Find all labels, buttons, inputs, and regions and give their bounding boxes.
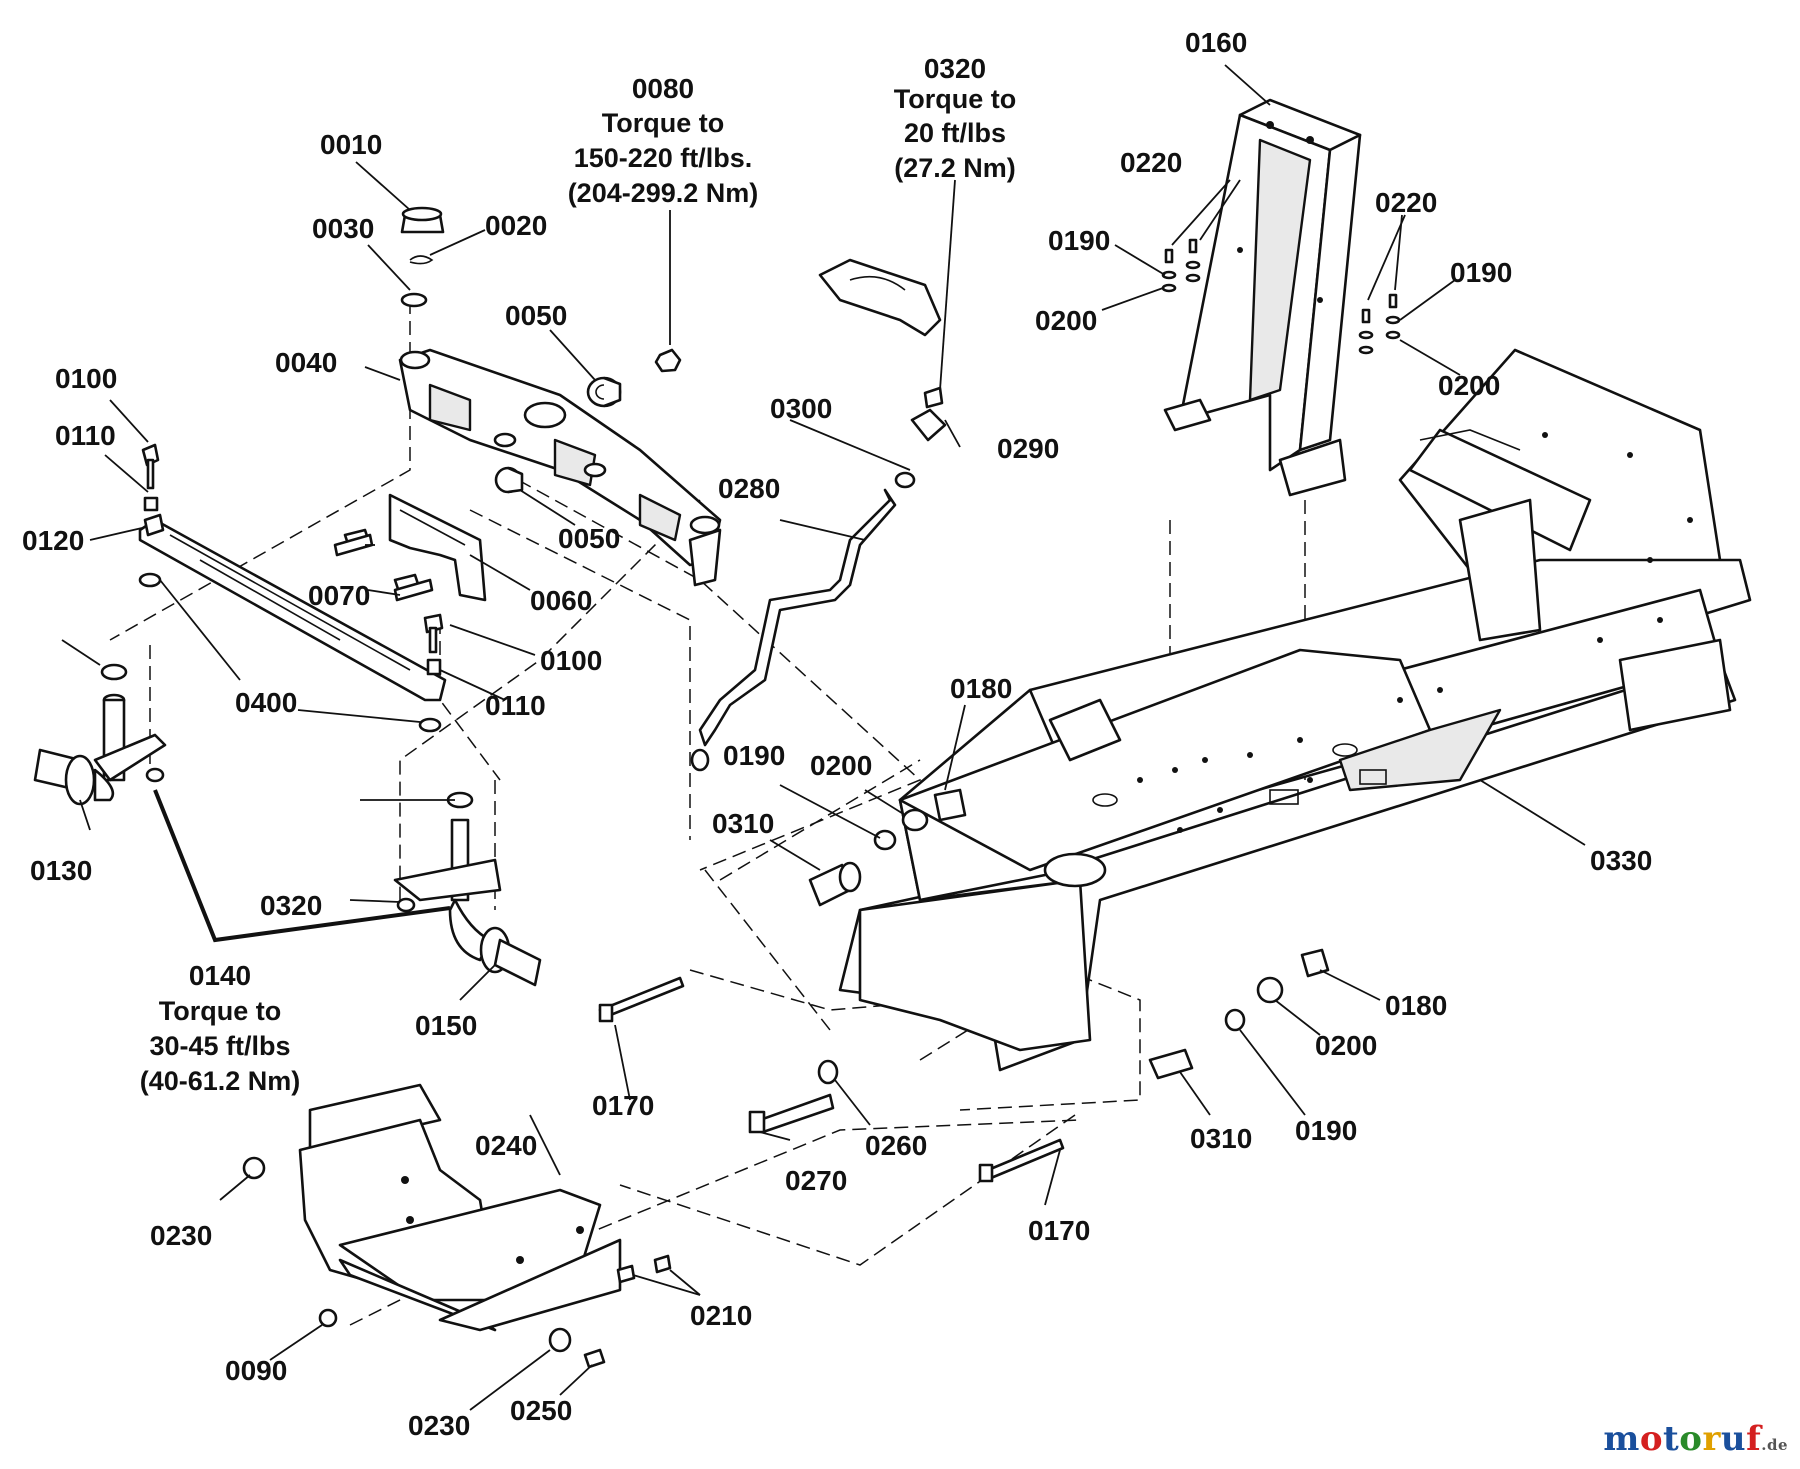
shield-0240 — [298, 1083, 622, 1332]
part-labels: 0010 0020 0030 0040 0050 0050 0060 0070 … — [22, 27, 1652, 1441]
label-0130: 0130 — [30, 855, 92, 886]
label-0260: 0260 — [865, 1130, 927, 1161]
note-0080-line2: 150-220 ft/lbs. — [574, 143, 753, 173]
label-0200-right: 0200 — [1315, 1030, 1377, 1061]
note-0320-line2: 20 ft/lbs — [904, 118, 1006, 148]
long-bolts — [598, 976, 1065, 1183]
label-0040: 0040 — [275, 347, 337, 378]
label-0320-mid: 0320 — [260, 890, 322, 921]
label-0230-left: 0230 — [150, 1220, 212, 1251]
label-0220-right: 0220 — [1375, 187, 1437, 218]
note-0080-line3: (204-299.2 Nm) — [568, 178, 759, 208]
label-0060: 0060 — [530, 585, 592, 616]
torque-notes: Torque to 150-220 ft/lbs. (204-299.2 Nm)… — [140, 84, 1017, 1096]
label-0400: 0400 — [235, 687, 297, 718]
spindle-left-0130 — [33, 663, 167, 806]
label-0200-mid: 0200 — [810, 750, 872, 781]
label-0280: 0280 — [718, 473, 780, 504]
drag-link-0120 — [138, 513, 447, 733]
note-0080-line1: Torque to — [602, 108, 724, 138]
label-0320-top: 0320 — [924, 53, 986, 84]
front-axle-0040 — [398, 348, 722, 587]
note-0140-line2: 30-45 ft/lbs — [149, 1031, 290, 1061]
label-0160: 0160 — [1185, 27, 1247, 58]
leader-lines — [61, 64, 1586, 1411]
note-0320-line1: Torque to — [894, 84, 1016, 114]
label-0090: 0090 — [225, 1355, 287, 1386]
label-0140: 0140 — [189, 960, 251, 991]
shift-bracket — [818, 258, 947, 489]
label-0120: 0120 — [22, 525, 84, 556]
label-0050-top: 0050 — [505, 300, 567, 331]
motoruf-watermark-logo: motoruf.de — [1603, 1419, 1788, 1459]
label-0170-right: 0170 — [1028, 1215, 1090, 1246]
label-0210: 0210 — [690, 1300, 752, 1331]
mid-hardware — [808, 788, 1330, 1080]
note-0140-line1: Torque to — [159, 996, 281, 1026]
bolts-0100-0110 — [141, 443, 444, 676]
label-0250: 0250 — [510, 1395, 572, 1426]
label-0290: 0290 — [997, 433, 1059, 464]
label-0180-right: 0180 — [1385, 990, 1447, 1021]
label-0240: 0240 — [475, 1130, 537, 1161]
label-0190-mid: 0190 — [723, 740, 785, 771]
pivot-cap-parts — [400, 206, 445, 308]
label-0230-bottom: 0230 — [408, 1410, 470, 1441]
label-0030-top: 0030 — [312, 213, 374, 244]
main-frame-0330 — [838, 348, 1752, 1072]
label-0220-left: 0220 — [1120, 147, 1182, 178]
label-0050-bottom: 0050 — [558, 523, 620, 554]
label-0010: 0010 — [320, 129, 382, 160]
note-0140-line3: (40-61.2 Nm) — [140, 1066, 301, 1096]
label-0190-seat-right: 0190 — [1450, 257, 1512, 288]
shield-fasteners — [242, 1156, 672, 1369]
label-0310-mid: 0310 — [712, 808, 774, 839]
label-0190-right: 0190 — [1295, 1115, 1357, 1146]
note-0320-line3: (27.2 Nm) — [894, 153, 1016, 183]
label-0110-top: 0110 — [55, 420, 116, 451]
label-0180-mid: 0180 — [950, 673, 1012, 704]
label-0100-top: 0100 — [55, 363, 117, 394]
label-0070: 0070 — [308, 580, 370, 611]
bushings-0050 — [494, 348, 682, 494]
shift-rod-0280 — [690, 488, 897, 772]
label-0190-seat-left: 0190 — [1048, 225, 1110, 256]
label-0200-seat-left: 0200 — [1035, 305, 1097, 336]
seat-fasteners — [1161, 238, 1401, 355]
label-0150: 0150 — [415, 1010, 477, 1041]
label-0100-mid: 0100 — [540, 645, 602, 676]
label-0170-left: 0170 — [592, 1090, 654, 1121]
label-0310-right: 0310 — [1190, 1123, 1252, 1154]
label-0020: 0020 — [485, 210, 547, 241]
label-0080: 0080 — [632, 73, 694, 104]
label-0200-seat-right: 0200 — [1438, 370, 1500, 401]
seat-support-0160 — [1163, 98, 1362, 497]
label-0270: 0270 — [785, 1165, 847, 1196]
label-0300: 0300 — [770, 393, 832, 424]
label-0330: 0330 — [1590, 845, 1652, 876]
spindle-right-0150 — [393, 791, 542, 987]
label-0110-mid: 0110 — [485, 690, 546, 721]
